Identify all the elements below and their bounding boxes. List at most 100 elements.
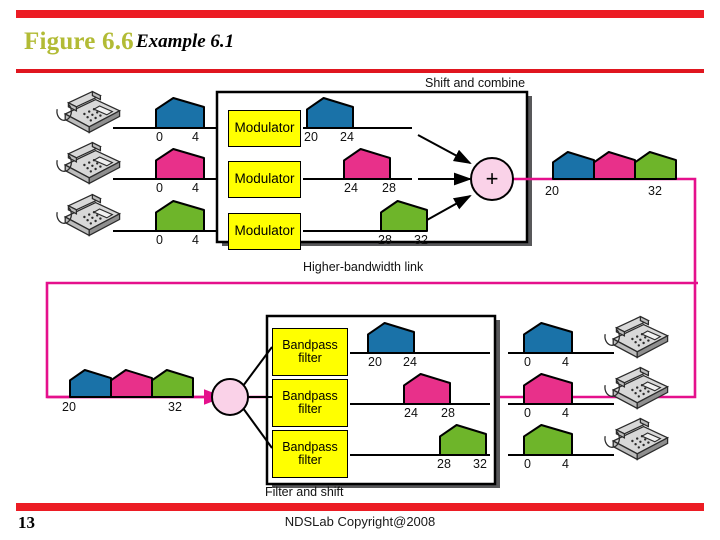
rx-output-tick-low-2: 0 (524, 406, 531, 420)
phone-display (92, 105, 114, 116)
top-accent-rule (16, 10, 704, 18)
signal-shapes-layer (56, 90, 677, 461)
tx-source-tick-low-1: 0 (156, 130, 163, 144)
header-underline-rule (16, 69, 704, 73)
phone-key-8 (647, 441, 650, 444)
telephone-tx-2 (56, 141, 122, 185)
bandpass-filter-box-2[interactable]: Bandpass filter (272, 379, 348, 427)
phone-cord (56, 206, 72, 224)
telephone-tx-3 (56, 193, 122, 237)
phone-handset-mic (639, 417, 650, 428)
combined-bottom-tick-high: 32 (168, 400, 182, 414)
rx-output-tick-low-3: 0 (524, 457, 531, 471)
phone-handset-ear (615, 428, 626, 439)
tx-source-band-green (155, 200, 205, 232)
combined-top-tick-low: 20 (545, 184, 559, 198)
modulator-box-2[interactable]: Modulator (228, 161, 301, 198)
phone-key-5 (644, 336, 647, 339)
phone-key-7 (642, 392, 645, 396)
tx-shifted-band-blue (306, 97, 354, 129)
combined-bottom-band-pink (110, 369, 153, 398)
combined-top-band-pink (593, 151, 636, 180)
phone-key-1 (88, 110, 91, 113)
phone-cord (604, 430, 620, 448)
caption-higher-bandwidth-link: Higher-bandwidth link (303, 260, 424, 274)
phone-handset-mic (91, 141, 102, 152)
bandpass-filter-box-1[interactable]: Bandpass filter (272, 328, 348, 376)
fdm-figure (45, 90, 698, 488)
rx-filtered-band-blue (367, 322, 415, 354)
tx-shifted-tick-high-1: 24 (340, 130, 354, 144)
phone-key-5 (96, 111, 99, 114)
phone-base-side (88, 212, 121, 237)
rx-output-tick-high-3: 4 (562, 457, 569, 471)
bandpass-filter-box-3[interactable]: Bandpass filter (272, 430, 348, 478)
rx-output-band-blue (523, 322, 573, 354)
phone-cord (604, 379, 620, 397)
phone-key-5 (644, 438, 647, 441)
phone-key-8 (647, 390, 650, 393)
tx-source-band-pink (155, 148, 205, 180)
phone-display (92, 156, 114, 167)
bottom-accent-rule (16, 503, 704, 511)
phone-key-7 (642, 443, 645, 447)
tx-shifted-tick-high-3: 32 (414, 233, 428, 247)
tx-shifted-band-pink (343, 148, 391, 180)
combined-top-band-blue (552, 151, 595, 180)
tx-shifted-tick-low-3: 28 (378, 233, 392, 247)
rx-output-band-green (523, 424, 573, 456)
combined-bottom-band-green (151, 369, 194, 398)
modulator-box-3[interactable]: Modulator (228, 213, 301, 250)
phone-key-1 (636, 386, 639, 389)
phone-key-3 (86, 116, 89, 119)
phone-base-side (88, 109, 121, 134)
tx-shifted-tick-low-2: 24 (344, 181, 358, 195)
phone-key-5 (644, 387, 647, 390)
splitter-node[interactable] (211, 378, 249, 416)
phone-base-side (636, 385, 669, 410)
rx-filtered-tick-low-2: 24 (404, 406, 418, 420)
filter-label-line2: filter (298, 402, 322, 416)
phone-key-4 (91, 164, 94, 167)
phone-key-0 (83, 112, 86, 116)
phone-key-4 (91, 113, 94, 116)
telephone-rx-1 (604, 315, 670, 359)
phone-key-6 (89, 222, 92, 225)
phone-key-3 (86, 219, 89, 222)
tx-shifted-tick-high-2: 28 (382, 181, 396, 195)
filter-label-line1: Bandpass (282, 439, 338, 454)
phone-key-1 (636, 437, 639, 440)
phone-key-0 (631, 388, 634, 392)
phone-handset-mic (91, 193, 102, 204)
combiner-symbol: + (485, 166, 499, 191)
rx-filtered-tick-low-1: 20 (368, 355, 382, 369)
figure-label: Figure 6.6 (24, 28, 134, 55)
rx-filtered-tick-high-3: 32 (473, 457, 487, 471)
phone-key-6 (89, 119, 92, 122)
phone-handset-ear (615, 326, 626, 337)
phone-handset-ear (67, 101, 78, 112)
phone-key-6 (89, 170, 92, 173)
figure-title: Example 6.1 (136, 31, 235, 52)
phone-key-5 (96, 162, 99, 165)
modulator-box-1[interactable]: Modulator (228, 110, 301, 147)
phone-handset-ear (67, 204, 78, 215)
modulator-label: Modulator (234, 223, 295, 239)
modulator-label: Modulator (234, 120, 295, 136)
caption-filter-and-shift: Filter and shift (265, 485, 344, 499)
combiner-node[interactable]: + (470, 157, 514, 201)
phone-key-6 (637, 446, 640, 449)
phone-key-4 (639, 389, 642, 392)
phone-display (640, 432, 662, 443)
phone-key-3 (634, 341, 637, 344)
rx-filtered-band-pink (403, 373, 451, 405)
phone-base-side (636, 334, 669, 359)
page-number: 13 (18, 513, 35, 532)
phone-key-8 (99, 114, 102, 117)
telephone-rx-3 (604, 417, 670, 461)
phone-base-side (636, 436, 669, 461)
tx-source-band-blue (155, 97, 205, 129)
phone-key-8 (647, 339, 650, 342)
caption-shift-and-combine: Shift and combine (425, 76, 526, 90)
rx-output-tick-low-1: 0 (524, 355, 531, 369)
